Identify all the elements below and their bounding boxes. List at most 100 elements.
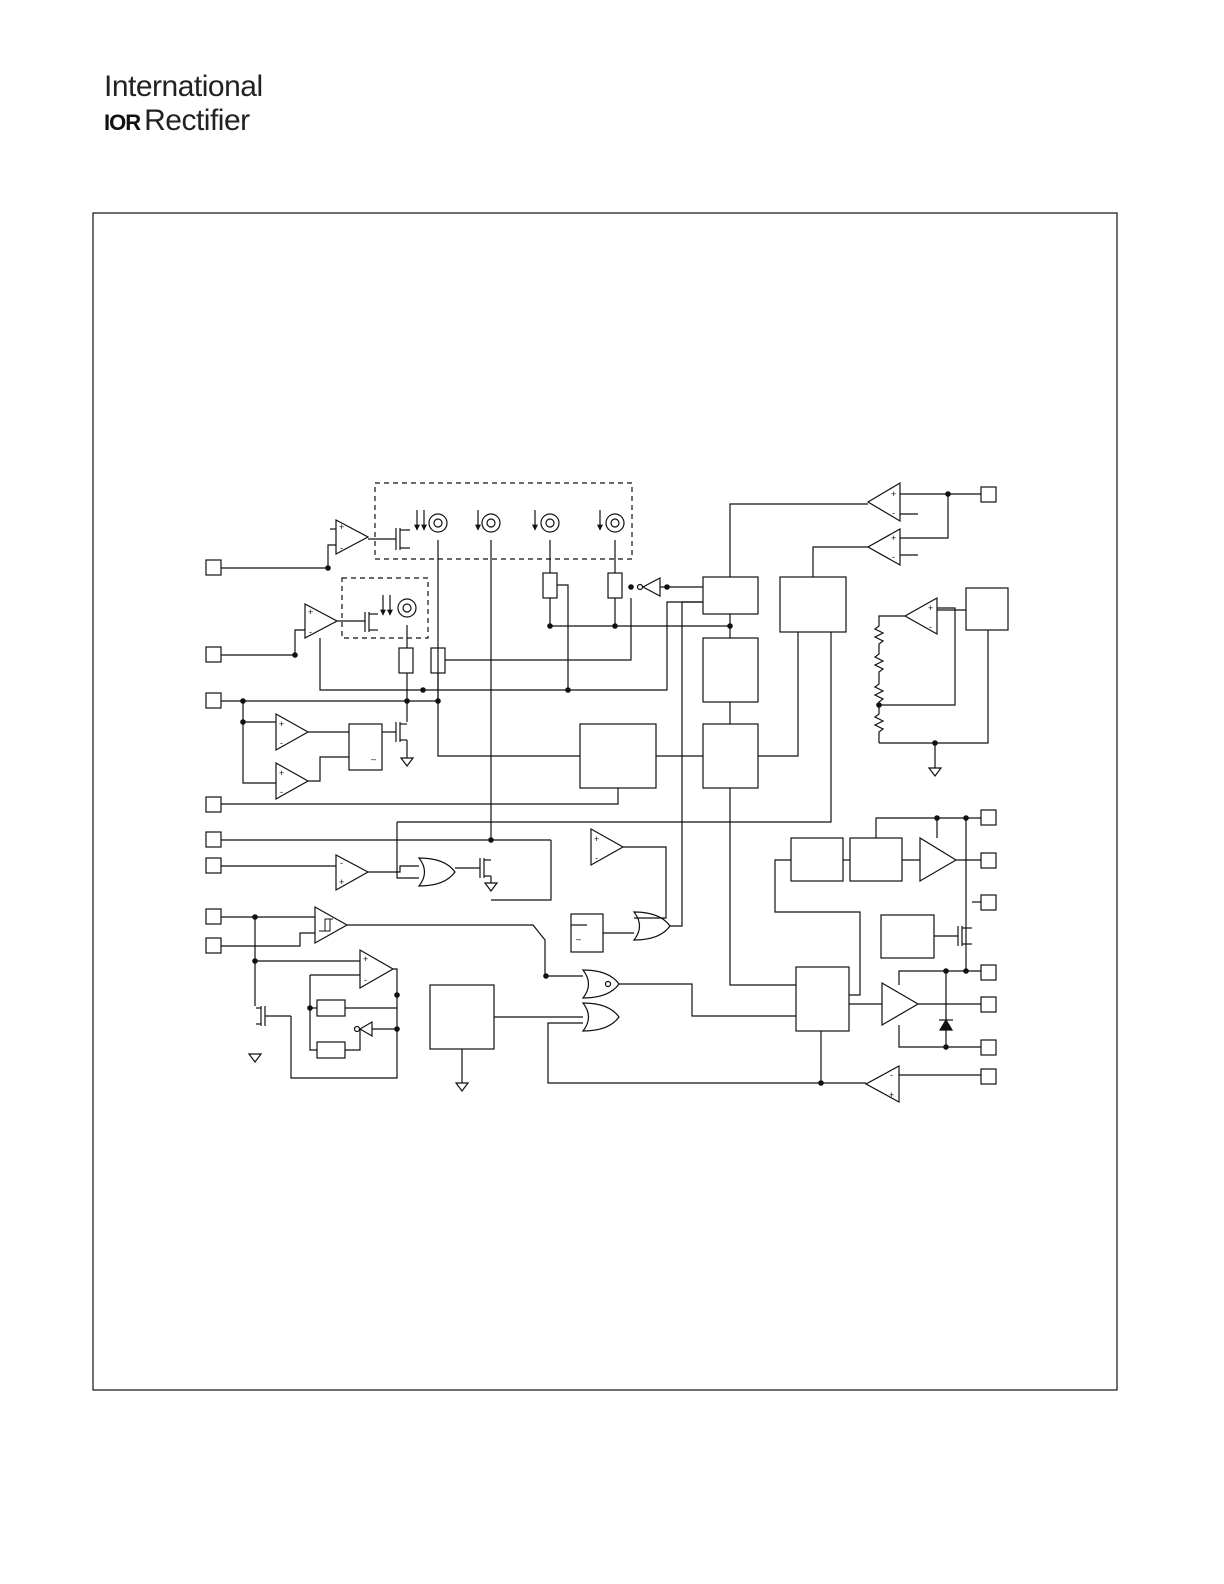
current-source-region [374, 482, 633, 560]
or-gate-3 [581, 1002, 620, 1032]
resistor-4 [873, 710, 885, 743]
mosfet-5 [256, 1006, 291, 1026]
logic-block-low [702, 723, 759, 789]
switch-3 [398, 647, 414, 674]
inverter-bubble [353, 1025, 361, 1033]
diagram-frame [92, 212, 1118, 1391]
plus-sign: + [363, 954, 368, 964]
plus-sign: + [891, 533, 896, 543]
comparator-right-3 [864, 1064, 900, 1104]
switch-2 [607, 572, 623, 599]
logo-brand-line2: Rectifier [144, 104, 250, 137]
current-source-4 [605, 513, 625, 533]
current-source-1 [428, 513, 448, 533]
control-block-tall [779, 576, 847, 633]
minus-sign: - [280, 738, 283, 748]
latch-block-1 [348, 723, 383, 771]
comparator-2 [304, 603, 339, 639]
pin-right-4 [980, 894, 997, 911]
ground-symbol [454, 1082, 470, 1092]
minus-sign: - [309, 627, 312, 637]
ground-symbol [927, 767, 943, 777]
comparator-right-2 [866, 527, 901, 567]
regulator-block [965, 587, 1009, 631]
minus-sign: - [892, 552, 895, 562]
comparator-1 [335, 519, 370, 555]
pin-right-1 [980, 486, 997, 503]
plus-sign: + [889, 1090, 894, 1100]
hysteresis-icon [322, 919, 331, 932]
pin-right-7 [980, 1039, 997, 1056]
logo-brand-line1: International [104, 70, 263, 103]
driver-block-b [849, 837, 903, 882]
pin-right-3 [980, 852, 997, 869]
or-gate-1 [417, 857, 456, 887]
mosfet-3 [382, 722, 407, 742]
driver-block-a [790, 837, 844, 882]
memory-inverter [358, 1020, 373, 1038]
plus-sign: + [594, 834, 599, 844]
logic-block-mid [702, 637, 759, 703]
current-source-5 [397, 598, 417, 618]
logo-ior-mark: IOR [104, 110, 141, 135]
mosfet-1 [368, 528, 410, 550]
minus-sign: - [929, 622, 932, 632]
current-source-2 [481, 513, 501, 533]
comparator-6 [590, 827, 625, 867]
ground-symbol [247, 1053, 263, 1063]
comparator-7 [359, 948, 395, 990]
pin-right-8 [980, 1068, 997, 1085]
junction-dots [240, 491, 969, 1086]
company-logo: International IOR Rectifier [104, 70, 263, 140]
logic-block-top [702, 576, 759, 615]
pin-left-3 [205, 692, 222, 709]
current-source-3 [540, 513, 560, 533]
mosfet-4 [455, 858, 491, 878]
latch-block-2 [570, 913, 604, 953]
minus-sign: - [595, 853, 598, 863]
charge-source-region [341, 577, 429, 639]
mosfet-2 [337, 612, 378, 632]
comparator-3 [275, 712, 310, 752]
memory-cell-2 [316, 1041, 346, 1059]
hysteresis-comparator [314, 905, 349, 945]
uvlo-block [880, 914, 935, 959]
comparator-5 [335, 854, 370, 892]
ground-block [429, 984, 495, 1050]
zener-diode [938, 1005, 954, 1048]
resistor-2 [873, 650, 885, 680]
latch-minus: – [371, 754, 376, 764]
pin-left-5 [205, 831, 222, 848]
pin-left-1 [205, 559, 222, 576]
output-driver-amp [881, 981, 920, 1027]
hysteresis-icon [319, 918, 333, 932]
or-gate-2 [632, 911, 671, 941]
nor-bubble [604, 980, 612, 988]
gate-logic-block [795, 966, 850, 1032]
resistor-3 [873, 680, 885, 710]
minus-sign: - [340, 858, 343, 868]
minus-sign: - [364, 975, 367, 985]
plus-sign: + [339, 877, 344, 887]
plus-sign: + [339, 522, 344, 532]
plus-sign: + [308, 607, 313, 617]
comparator-4 [275, 761, 310, 801]
ground-symbol [483, 882, 499, 892]
plus-sign: + [279, 768, 284, 778]
pin-left-8 [205, 937, 222, 954]
plus-sign: + [928, 603, 933, 613]
switch-1 [542, 572, 558, 599]
pin-left-7 [205, 908, 222, 925]
latch-minus: – [576, 934, 581, 944]
pin-left-2 [205, 646, 222, 663]
pin-right-5 [980, 964, 997, 981]
logo-brand-line2-row: IOR Rectifier [104, 104, 263, 140]
pin-right-2 [980, 809, 997, 826]
plus-sign: + [891, 489, 896, 499]
mosfet-6 [934, 926, 972, 946]
inverter-bubble [636, 583, 644, 591]
pin-left-4 [205, 796, 222, 813]
gate-driver-amp [919, 836, 958, 883]
nor-gate [581, 969, 620, 999]
